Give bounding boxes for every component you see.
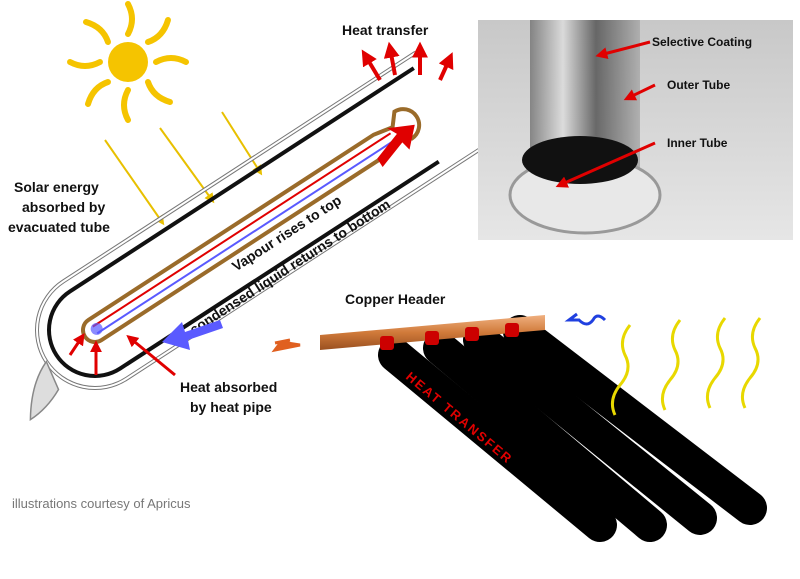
- heat-transfer-label: Heat transfer: [342, 22, 429, 38]
- solar-label-line: evacuated tube: [8, 219, 110, 235]
- inflow-arrow-icon: [564, 312, 607, 326]
- sun-rays: [104, 111, 263, 226]
- solar-label-line: Solar energy: [14, 179, 99, 195]
- photo-label-outer-tube: Outer Tube: [667, 78, 730, 92]
- solar-energy-label: Solar energy absorbed by evacuated tube: [8, 179, 110, 235]
- photo-label-inner-tube: Inner Tube: [667, 136, 728, 150]
- collector-sun-rays: [610, 317, 762, 416]
- header-fittings: [380, 323, 519, 350]
- sun-icon: [67, 1, 189, 123]
- photo-label-selective-coating: Selective Coating: [652, 35, 752, 49]
- credit-text: illustrations courtesy of Apricus: [12, 496, 191, 511]
- heat-pipe: [81, 107, 422, 344]
- copper-header-label: Copper Header: [345, 291, 446, 307]
- outflow-arrow-icon: [271, 338, 301, 353]
- heat-transfer-arrows: [361, 41, 454, 82]
- solar-label-line: absorbed by: [22, 199, 105, 215]
- collector: HEAT TRANSFER: [271, 312, 767, 542]
- tube-photo: Selective Coating Outer Tube Inner Tube: [478, 20, 793, 240]
- vapour-arrow-icon: [377, 124, 415, 168]
- collector-tubes: [378, 315, 767, 542]
- liquid-return-arrow-icon: [162, 320, 223, 350]
- heat-absorbed-arrows: [68, 333, 176, 377]
- heat-absorbed-label-2: by heat pipe: [190, 399, 272, 415]
- tube-tip: [29, 360, 60, 422]
- heat-absorbed-label-1: Heat absorbed: [180, 379, 277, 395]
